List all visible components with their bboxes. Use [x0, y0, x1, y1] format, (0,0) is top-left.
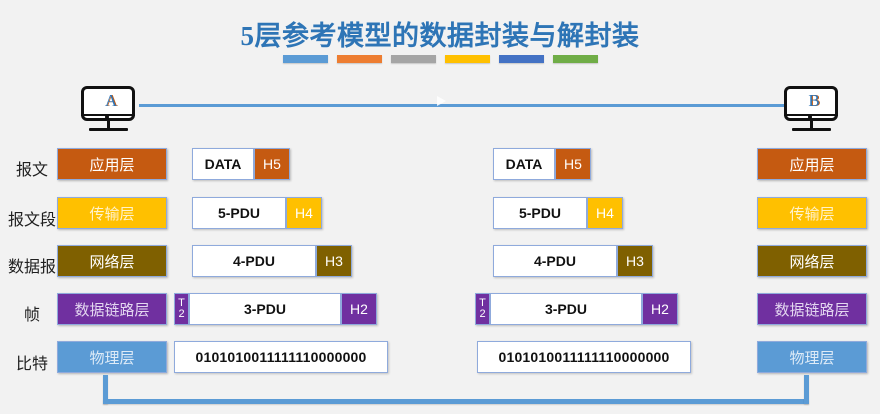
bar-gray	[390, 55, 436, 63]
monitor-stand-base	[89, 128, 128, 131]
bar-blue	[498, 55, 544, 63]
pdu-header-label: H4	[286, 197, 322, 229]
left-layer-application[interactable]: 应用层	[57, 148, 167, 180]
page-title: 5层参考模型的数据封装与解封装	[240, 21, 640, 51]
right-pdu-4[interactable]: 4-PDU H3	[493, 245, 653, 277]
right-pdu-3[interactable]: T 2 3-PDU H2	[475, 293, 678, 325]
left-layer-network[interactable]: 网络层	[57, 245, 167, 277]
host-a-monitor-icon: A	[79, 86, 141, 136]
monitor-stand-base	[792, 128, 831, 131]
row-label-message: 报文	[15, 162, 48, 179]
pdu-body-label: 3-PDU	[490, 293, 642, 325]
physical-connector-left-leg	[103, 375, 108, 404]
bar-orange	[336, 55, 382, 63]
pdu-header-label: H4	[587, 197, 623, 229]
monitor-stand-neck	[107, 121, 110, 128]
pdu-trailer-top: T	[479, 297, 486, 309]
pdu-body-label: 3-PDU	[189, 293, 341, 325]
monitor-indicator-dot	[105, 115, 109, 119]
right-bit-stream: 0101010011111110000000	[477, 341, 691, 373]
host-link-line	[139, 104, 784, 107]
left-pdu-5[interactable]: 5-PDU H4	[192, 197, 322, 229]
pdu-body-label: 5-PDU	[192, 197, 286, 229]
physical-connector-right-leg	[804, 375, 809, 404]
host-b-label: B	[808, 91, 820, 110]
row-label-frame: 帧	[23, 307, 40, 324]
pdu-header-label: H5	[555, 148, 591, 180]
pdu-trailer-t2: T 2	[475, 293, 490, 325]
pdu-trailer-t2: T 2	[174, 293, 189, 325]
pdu-body-label: DATA	[192, 148, 254, 180]
right-layer-network[interactable]: 网络层	[757, 245, 867, 277]
pdu-trailer-bottom: 2	[178, 308, 185, 320]
monitor-stand-neck	[810, 121, 813, 128]
right-layer-datalink[interactable]: 数据链路层	[757, 293, 867, 325]
left-layer-datalink[interactable]: 数据链路层	[57, 293, 167, 325]
bar-light-blue	[282, 55, 328, 63]
right-pdu-5[interactable]: 5-PDU H4	[493, 197, 623, 229]
bar-gold	[444, 55, 490, 63]
monitor-indicator-dot	[808, 115, 812, 119]
left-pdu-3[interactable]: T 2 3-PDU H2	[174, 293, 377, 325]
left-pdu-data[interactable]: DATA H5	[192, 148, 290, 180]
pdu-body-label: 4-PDU	[493, 245, 617, 277]
pdu-header-label: H3	[617, 245, 653, 277]
right-layer-transport[interactable]: 传输层	[757, 197, 867, 229]
pdu-header-label: H2	[341, 293, 377, 325]
link-direction-arrow-icon	[437, 96, 446, 106]
right-pdu-data[interactable]: DATA H5	[493, 148, 591, 180]
row-label-datagram: 数据报	[7, 259, 56, 276]
pdu-header-label: H2	[642, 293, 678, 325]
bar-green	[552, 55, 598, 63]
pdu-trailer-bottom: 2	[479, 308, 486, 320]
pdu-body-label: 5-PDU	[493, 197, 587, 229]
left-layer-transport[interactable]: 传输层	[57, 197, 167, 229]
pdu-header-label: H5	[254, 148, 290, 180]
row-label-segment: 报文段	[7, 212, 56, 229]
host-b-monitor-icon: B	[782, 86, 844, 136]
host-a-label: A	[104, 91, 118, 110]
pdu-trailer-top: T	[178, 297, 185, 309]
right-layer-physical[interactable]: 物理层	[757, 341, 867, 373]
left-bit-stream: 0101010011111110000000	[174, 341, 388, 373]
row-label-bit: 比特	[15, 356, 48, 373]
right-layer-application[interactable]: 应用层	[757, 148, 867, 180]
pdu-body-label: DATA	[493, 148, 555, 180]
left-layer-physical[interactable]: 物理层	[57, 341, 167, 373]
left-pdu-4[interactable]: 4-PDU H3	[192, 245, 352, 277]
pdu-body-label: 4-PDU	[192, 245, 316, 277]
physical-connector-bottom	[103, 399, 809, 404]
title-decoration-bars	[0, 55, 880, 63]
pdu-header-label: H3	[316, 245, 352, 277]
